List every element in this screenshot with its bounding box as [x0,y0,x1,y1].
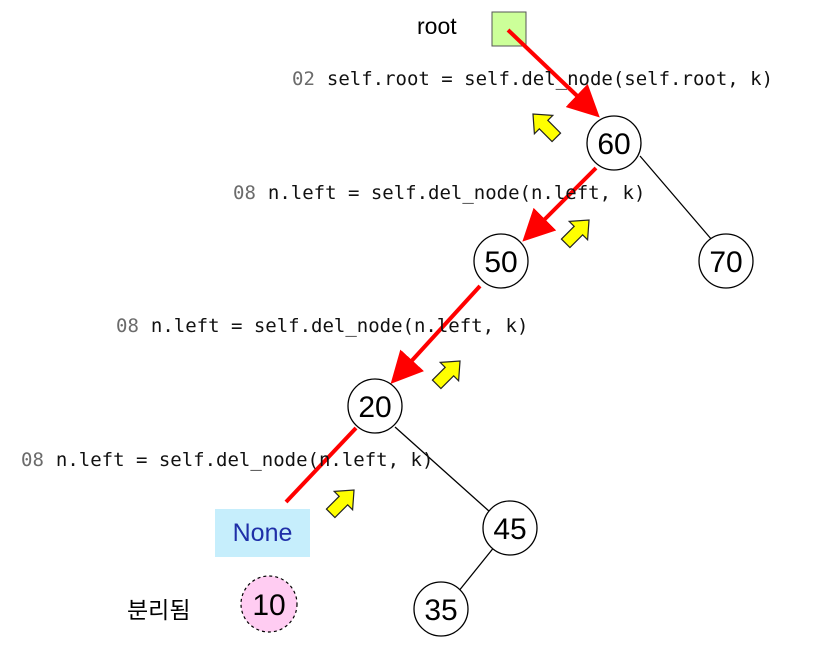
return-arrow-to-50 [431,360,461,390]
node-35: 35 [413,581,469,637]
call-arrows [284,28,600,504]
none-label: None [232,518,293,547]
node-10-detached: 10 [240,575,298,633]
node-50: 50 [473,233,529,289]
call-arrow-20-to-10 [284,426,358,504]
tree-nodes: 60 70 50 20 45 35 10 [240,115,754,637]
node-70: 70 [698,233,754,289]
code-line-2-number: 08 [233,182,256,204]
code-line-1-number: 02 [292,68,315,90]
edge-60-70 [639,155,713,241]
none-return-box: None [215,509,310,557]
code-line-1: 02 self.root = self.del_node(self.root, k… [292,68,773,90]
code-line-1-text: self.root = self.del_node(self.root, k) [326,68,774,90]
node-20-label: 20 [358,391,391,424]
root-label: root [417,13,457,39]
edge-20-45 [394,426,491,513]
node-35-label: 35 [424,594,457,627]
node-10-label: 10 [252,589,285,622]
edge-45-35 [457,545,496,593]
return-arrow-to-root [532,113,562,143]
node-45-label: 45 [493,513,526,546]
code-line-3-text: n.left = self.del_node(n.left, k) [150,315,529,337]
node-45: 45 [482,500,538,556]
code-line-2: 08 n.left = self.del_node(n.left, k) [233,182,645,204]
node-20: 20 [347,378,403,434]
node-70-label: 70 [709,246,742,279]
call-arrow-root-to-60 [506,28,600,118]
call-arrow-60-to-50 [522,166,598,242]
code-line-2-text: n.left = self.del_node(n.left, k) [267,182,646,204]
node-60: 60 [586,115,642,171]
code-line-4-text: n.left = self.del_node(n.left, k) [55,449,434,471]
code-line-4: 08 n.left = self.del_node(n.left, k) [21,449,433,471]
return-arrow-to-60 [560,219,590,249]
node-50-label: 50 [484,246,517,279]
return-arrow-to-20 [325,489,355,519]
code-line-4-number: 08 [21,449,44,471]
tree-edges [394,155,713,593]
code-line-3-number: 08 [116,315,139,337]
node-60-label: 60 [597,128,630,161]
code-line-3: 08 n.left = self.del_node(n.left, k) [116,315,528,337]
detached-label: 분리됨 [127,597,191,623]
call-arrow-50-to-20 [390,284,482,384]
return-arrows [325,113,590,519]
